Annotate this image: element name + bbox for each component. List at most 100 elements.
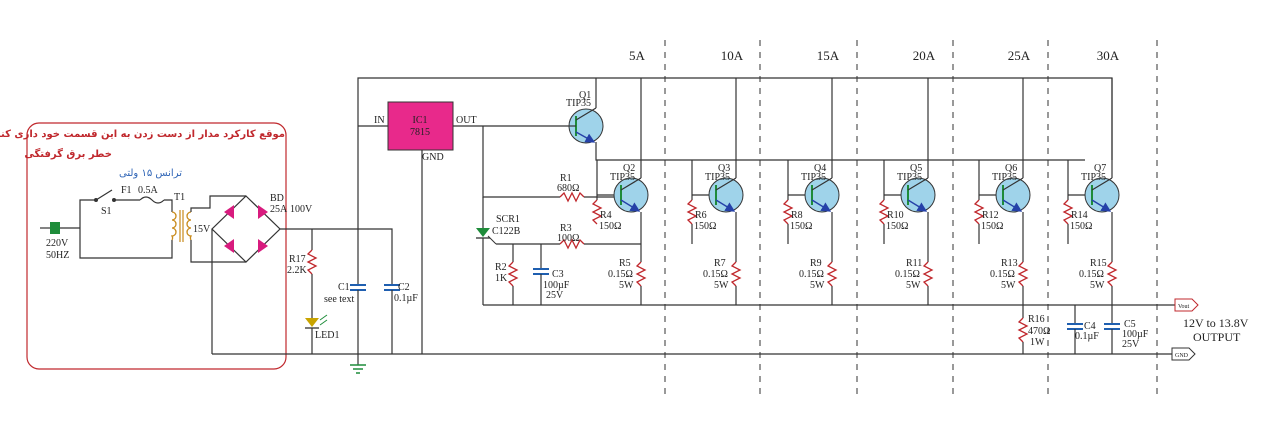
emitter-arrow [907, 199, 928, 212]
r15-value-label: 0.15Ω [1079, 269, 1104, 280]
q1-label: Q1 [579, 90, 591, 101]
collector-leg [620, 177, 642, 191]
transformer-icon [170, 210, 193, 242]
r2-value-label: 1K [495, 273, 508, 284]
output-label: OUTPUT [1193, 330, 1241, 344]
collector-leg [1002, 177, 1024, 191]
r15-label: R15 [1090, 258, 1107, 269]
r4-resistor [591, 199, 603, 225]
r8-label: R8 [791, 210, 803, 221]
output-range-label: 12V to 13.8V [1183, 316, 1249, 330]
r6-label: R6 [695, 210, 707, 221]
c5-label: C5 [1124, 319, 1136, 330]
ic-out-label: OUT [456, 115, 477, 126]
column-current-label: 30A [1097, 48, 1120, 63]
c2-label: C2 [398, 282, 410, 293]
emitter-arrow [715, 199, 736, 212]
c2-value-label: 0.1µF [394, 293, 418, 304]
r11-resistor [922, 261, 934, 287]
r7-resistor [730, 261, 742, 287]
scr-part-label: C122B [492, 226, 521, 237]
bridge-rating-label: 25A [270, 204, 288, 215]
r16-label: R16 [1028, 314, 1045, 325]
transformer-label: T1 [174, 192, 185, 203]
r7-power-label: 5W [714, 280, 729, 291]
switch-label: S1 [101, 206, 112, 217]
gnd-tag: GND [1171, 347, 1196, 361]
emitter-arrow [620, 199, 641, 212]
collector-leg [811, 177, 833, 191]
secondary-voltage-label: 15V [193, 224, 211, 235]
column-current-label: 15A [817, 48, 840, 63]
q7-part-label: TIP35 [1081, 172, 1106, 183]
r11-label: R11 [906, 258, 922, 269]
r4-value-label: 150Ω [599, 221, 621, 232]
capacitor-c4-icon [1067, 323, 1083, 330]
q7-label: Q7 [1094, 163, 1106, 174]
led-icon [305, 314, 328, 329]
r14-label: R14 [1071, 210, 1088, 221]
r11-power-label: 5W [906, 280, 921, 291]
r9-label: R9 [810, 258, 822, 269]
fuse-icon [139, 196, 165, 204]
r11-value-label: 0.15Ω [895, 269, 920, 280]
transistor-stages: 5AQ2TIP35R4150ΩR50.15Ω5W10AQ3TIP35R6150Ω… [591, 48, 1120, 305]
transformer-note: ترانس ۱۵ ولتی [119, 168, 182, 179]
column-current-label: 5A [629, 48, 646, 63]
r16-power-label: 1W [1030, 337, 1045, 348]
fuse-rating-label: 0.5A [138, 185, 159, 196]
r13-power-label: 5W [1001, 280, 1016, 291]
r15-resistor [1106, 261, 1118, 287]
r13-label: R13 [1001, 258, 1018, 269]
warning-text-1: موقع کارکرد مدار از دست زدن به این قسمت … [0, 129, 285, 140]
bridge-label: BD [270, 193, 284, 204]
q2-part-label: TIP35 [610, 172, 635, 183]
r7-label: R7 [714, 258, 726, 269]
transistor-q1-icon [568, 107, 604, 144]
led-label: LED1 [315, 330, 339, 341]
c3-value-label: 100µF [543, 280, 570, 291]
warning-zone [26, 122, 287, 370]
r12-label: R12 [982, 210, 999, 221]
c1-label: C1 [338, 282, 350, 293]
c1-value-label: see text [324, 294, 354, 305]
capacitor-c5-icon [1104, 323, 1120, 330]
switch-s1-icon [94, 189, 116, 202]
collector-leg [715, 177, 737, 191]
r7-value-label: 0.15Ω [703, 269, 728, 280]
c4-value-label: 0.1µF [1075, 331, 1099, 342]
c5-value-label: 100µF [1122, 329, 1149, 340]
r10-value-label: 150Ω [886, 221, 908, 232]
ic-name-label: IC1 [413, 115, 428, 126]
q5-part-label: TIP35 [897, 172, 922, 183]
input-frequency-label: 50HZ [46, 250, 69, 261]
vout-tag: Vout [1174, 298, 1199, 312]
q6-part-label: TIP35 [992, 172, 1017, 183]
r8-value-label: 150Ω [790, 221, 812, 232]
q3-label: Q3 [718, 163, 730, 174]
q3-part-label: TIP35 [705, 172, 730, 183]
r13-value-label: 0.15Ω [990, 269, 1015, 280]
r10-resistor [878, 199, 890, 225]
r6-resistor [686, 199, 698, 225]
r4-label: R4 [600, 210, 612, 221]
q1-part-label: TIP35 [566, 98, 591, 109]
emitter-arrow [1002, 199, 1023, 212]
r3-value-label: 100Ω [557, 233, 579, 244]
r12-resistor [973, 199, 985, 225]
r10-label: R10 [887, 210, 904, 221]
warning-text-2: خطر برق گرفتگی [24, 147, 112, 160]
r5-resistor [635, 261, 647, 287]
q2-label: Q2 [623, 163, 635, 174]
collector-leg [907, 177, 929, 191]
r12-value-label: 150Ω [981, 221, 1003, 232]
fuse-label: F1 [121, 185, 132, 196]
q5-label: Q5 [910, 163, 922, 174]
svg-text:GND: GND [1175, 353, 1189, 359]
r13-resistor [1017, 261, 1029, 287]
svg-text:Vout: Vout [1178, 304, 1190, 310]
mains-plug-icon [40, 222, 80, 234]
ground-icon [350, 364, 366, 374]
regulator-ic [387, 101, 454, 151]
column-current-label: 25A [1008, 48, 1031, 63]
